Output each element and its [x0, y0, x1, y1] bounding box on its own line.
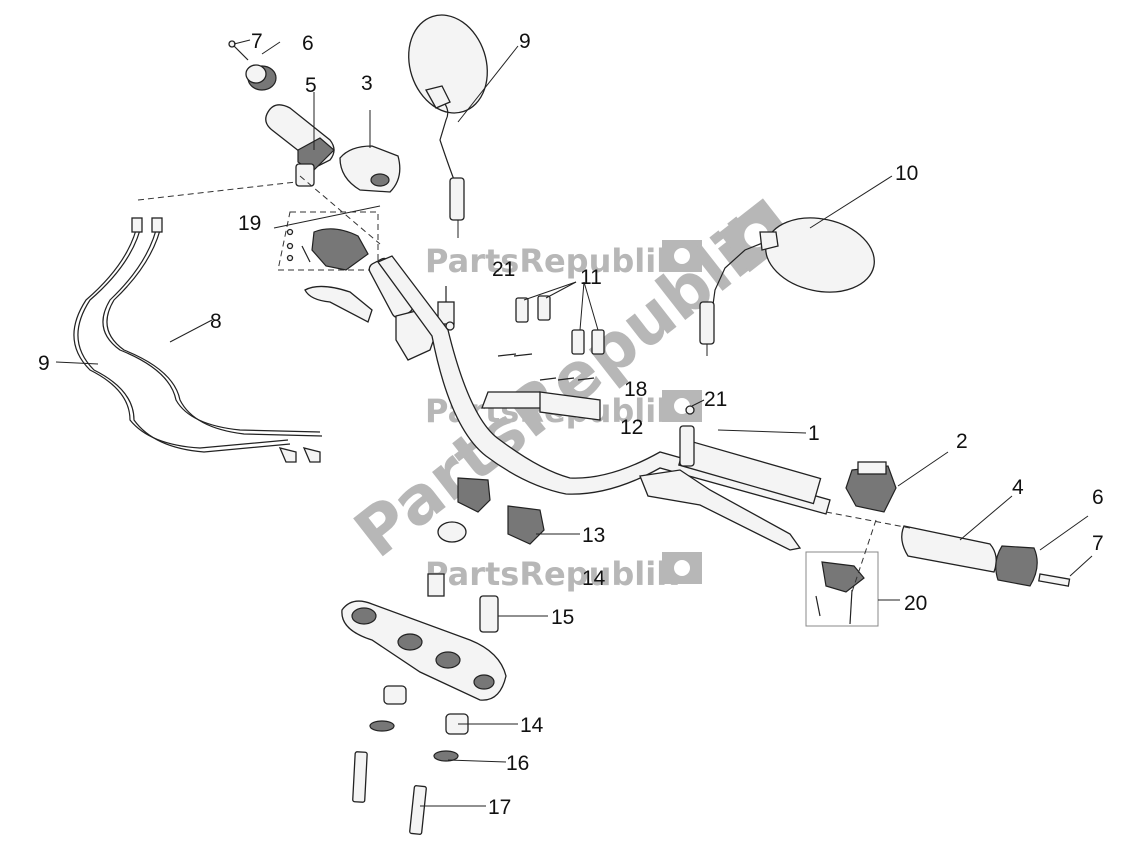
gear-icon	[674, 248, 690, 264]
part-sleeve-15	[479, 595, 499, 633]
callout-9: 9	[38, 352, 50, 375]
watermark-top: PartsRepublik	[425, 240, 702, 280]
callout-6: 6	[1092, 486, 1104, 509]
part-bar-end-weight-left	[245, 64, 277, 91]
callout-10: 9	[519, 30, 531, 53]
callout-12: 12	[620, 416, 643, 439]
callout-1: 1	[808, 422, 820, 445]
callout-19: 19	[238, 212, 261, 235]
callout-14: 14	[582, 567, 606, 590]
part-brake-lever	[639, 425, 802, 551]
part-clamp-bolts	[445, 295, 695, 415]
callout-21: 21	[492, 258, 515, 281]
callout-7: 7	[251, 30, 263, 53]
part-switch-clamp-20	[805, 551, 879, 627]
watermark-text-lower: PartsRepublik	[425, 555, 678, 593]
part-upper-triple-clamp	[341, 600, 507, 701]
part-switch-clamp-19	[277, 211, 379, 271]
watermark-layer: PartsRepublik PartsRepublik PartsRepubli…	[340, 190, 799, 593]
part-switch-housing-right	[845, 461, 897, 513]
part-bar-end-screw-right	[1038, 573, 1071, 587]
part-lower-hardware	[352, 685, 469, 835]
part-handlebar-clamps	[427, 391, 601, 597]
part-handlebar-grip-right	[901, 525, 997, 573]
callout-14: 14	[520, 714, 544, 737]
callout-11: 11	[580, 266, 602, 289]
part-cables	[73, 217, 323, 463]
part-mirror-right	[699, 217, 875, 356]
part-mirror-left	[408, 14, 488, 238]
callout-13: 13	[582, 524, 605, 547]
callout-5: 5	[305, 74, 317, 97]
callout-20: 20	[904, 592, 927, 615]
callout-10: 10	[895, 162, 918, 185]
leader-lines	[55, 39, 1093, 807]
part-throttle-grip	[265, 104, 335, 187]
callout-17: 17	[488, 796, 511, 819]
part-handlebar	[376, 255, 831, 515]
callout-4: 4	[1012, 476, 1024, 499]
gear-icon	[674, 560, 690, 576]
watermark-text-top: PartsRepublik	[425, 242, 678, 280]
callout-7: 7	[1092, 532, 1104, 555]
callout-15: 15	[551, 606, 574, 629]
callout-2: 2	[956, 430, 968, 453]
callout-labels: 9 10 7 6 5 3 19 8 9 9 21 11 18 12 21 1 2…	[38, 30, 1104, 819]
part-bar-end-screw-left	[228, 40, 249, 61]
part-bar-end-weight-right	[995, 545, 1038, 587]
assembly-axis-lines	[137, 175, 911, 593]
callout-8: 8	[210, 310, 222, 333]
callout-21: 21	[704, 388, 727, 411]
callout-18: 18	[624, 378, 647, 401]
callout-3: 3	[361, 72, 373, 95]
callout-6: 6	[302, 32, 314, 55]
watermark-lower: PartsRepublik	[425, 552, 702, 593]
callout-16: 16	[506, 752, 529, 775]
part-switch-housing-left	[339, 145, 401, 193]
